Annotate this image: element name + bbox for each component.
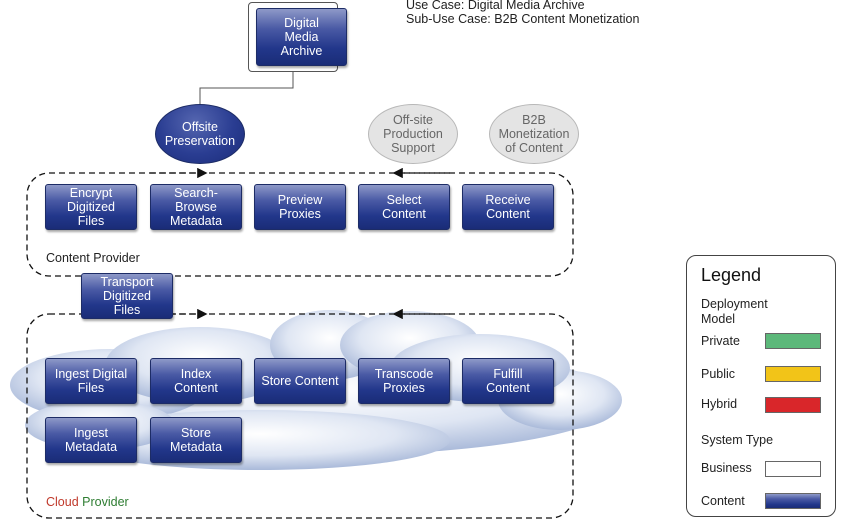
legend-system-type-heading: System Type	[701, 433, 774, 447]
legend-hybrid-label: Hybrid	[701, 397, 738, 411]
legend-content-label: Content	[701, 494, 745, 508]
transcode-proxies-box[interactable]: Transcode Proxies	[358, 358, 450, 404]
transcode-proxies-label: Transcode Proxies	[374, 367, 434, 395]
select-content-box[interactable]: Select Content	[358, 184, 450, 230]
index-content-label: Index Content	[174, 367, 218, 395]
legend-deployment-model-heading: Deployment Model	[701, 297, 768, 326]
legend-hybrid-swatch	[765, 397, 821, 413]
encrypt-digitized-files-label: Encrypt Digitized Files	[67, 186, 115, 228]
index-content-box[interactable]: Index Content	[150, 358, 242, 404]
ingest-metadata-label: Ingest Metadata	[64, 426, 118, 454]
legend-title: Legend	[701, 265, 762, 285]
ingest-digital-files-label: Ingest Digital Files	[54, 367, 128, 395]
transport-digitized-files-box[interactable]: Transport Digitized Files	[81, 273, 173, 319]
preview-proxies-label: Preview Proxies	[277, 193, 323, 221]
cloud-provider-label-provider: Provider	[82, 495, 129, 509]
legend-content-swatch	[765, 493, 821, 509]
archive-connector-line	[199, 72, 294, 106]
legend-public-label: Public	[701, 367, 736, 381]
sub-use-case-title: Sub-Use Case: B2B Content Monetization	[406, 12, 640, 26]
receive-content-box[interactable]: Receive Content	[462, 184, 554, 230]
cloud-provider-region	[26, 313, 574, 519]
b2b-monetization-actor[interactable]: B2B Monetization of Content	[489, 104, 579, 164]
store-metadata-box[interactable]: Store Metadata	[150, 417, 242, 463]
search-browse-metadata-label: Search- Browse Metadata	[169, 186, 223, 228]
select-content-label: Select Content	[382, 193, 426, 221]
legend-business-label: Business	[701, 461, 752, 475]
store-metadata-label: Store Metadata	[169, 426, 223, 454]
digital-media-archive-label: Digital Media Archive	[280, 16, 323, 58]
legend-private-label: Private	[701, 334, 740, 348]
cloud-provider-label: Cloud Provider	[46, 495, 129, 509]
offsite-production-support-label: Off-site Production Support	[383, 113, 443, 155]
legend-panel: Legend Deployment Model Private Public H…	[686, 255, 836, 517]
transport-digitized-files-label: Transport Digitized Files	[100, 275, 154, 317]
preview-proxies-box[interactable]: Preview Proxies	[254, 184, 346, 230]
content-provider-label: Content Provider	[46, 251, 140, 265]
legend-private-swatch	[765, 333, 821, 349]
legend-business-swatch	[765, 461, 821, 477]
fulfill-content-box[interactable]: Fulfill Content	[462, 358, 554, 404]
offsite-preservation-label: Offsite Preservation	[164, 120, 236, 148]
cloud-provider-label-cloud: Cloud	[46, 495, 79, 509]
legend-public-swatch	[765, 366, 821, 382]
store-content-label: Store Content	[261, 374, 339, 388]
use-case-title: Use Case: Digital Media Archive	[406, 0, 585, 12]
b2b-monetization-label: B2B Monetization of Content	[498, 113, 570, 155]
store-content-box[interactable]: Store Content	[254, 358, 346, 404]
ingest-digital-files-box[interactable]: Ingest Digital Files	[45, 358, 137, 404]
fulfill-content-label: Fulfill Content	[486, 367, 530, 395]
offsite-production-support-actor[interactable]: Off-site Production Support	[368, 104, 458, 164]
encrypt-digitized-files-box[interactable]: Encrypt Digitized Files	[45, 184, 137, 230]
offsite-preservation-actor[interactable]: Offsite Preservation	[155, 104, 245, 164]
search-browse-metadata-box[interactable]: Search- Browse Metadata	[150, 184, 242, 230]
content-provider-region	[26, 172, 574, 277]
receive-content-label: Receive Content	[485, 193, 531, 221]
ingest-metadata-box[interactable]: Ingest Metadata	[45, 417, 137, 463]
digital-media-archive-node[interactable]: Digital Media Archive	[256, 8, 347, 66]
